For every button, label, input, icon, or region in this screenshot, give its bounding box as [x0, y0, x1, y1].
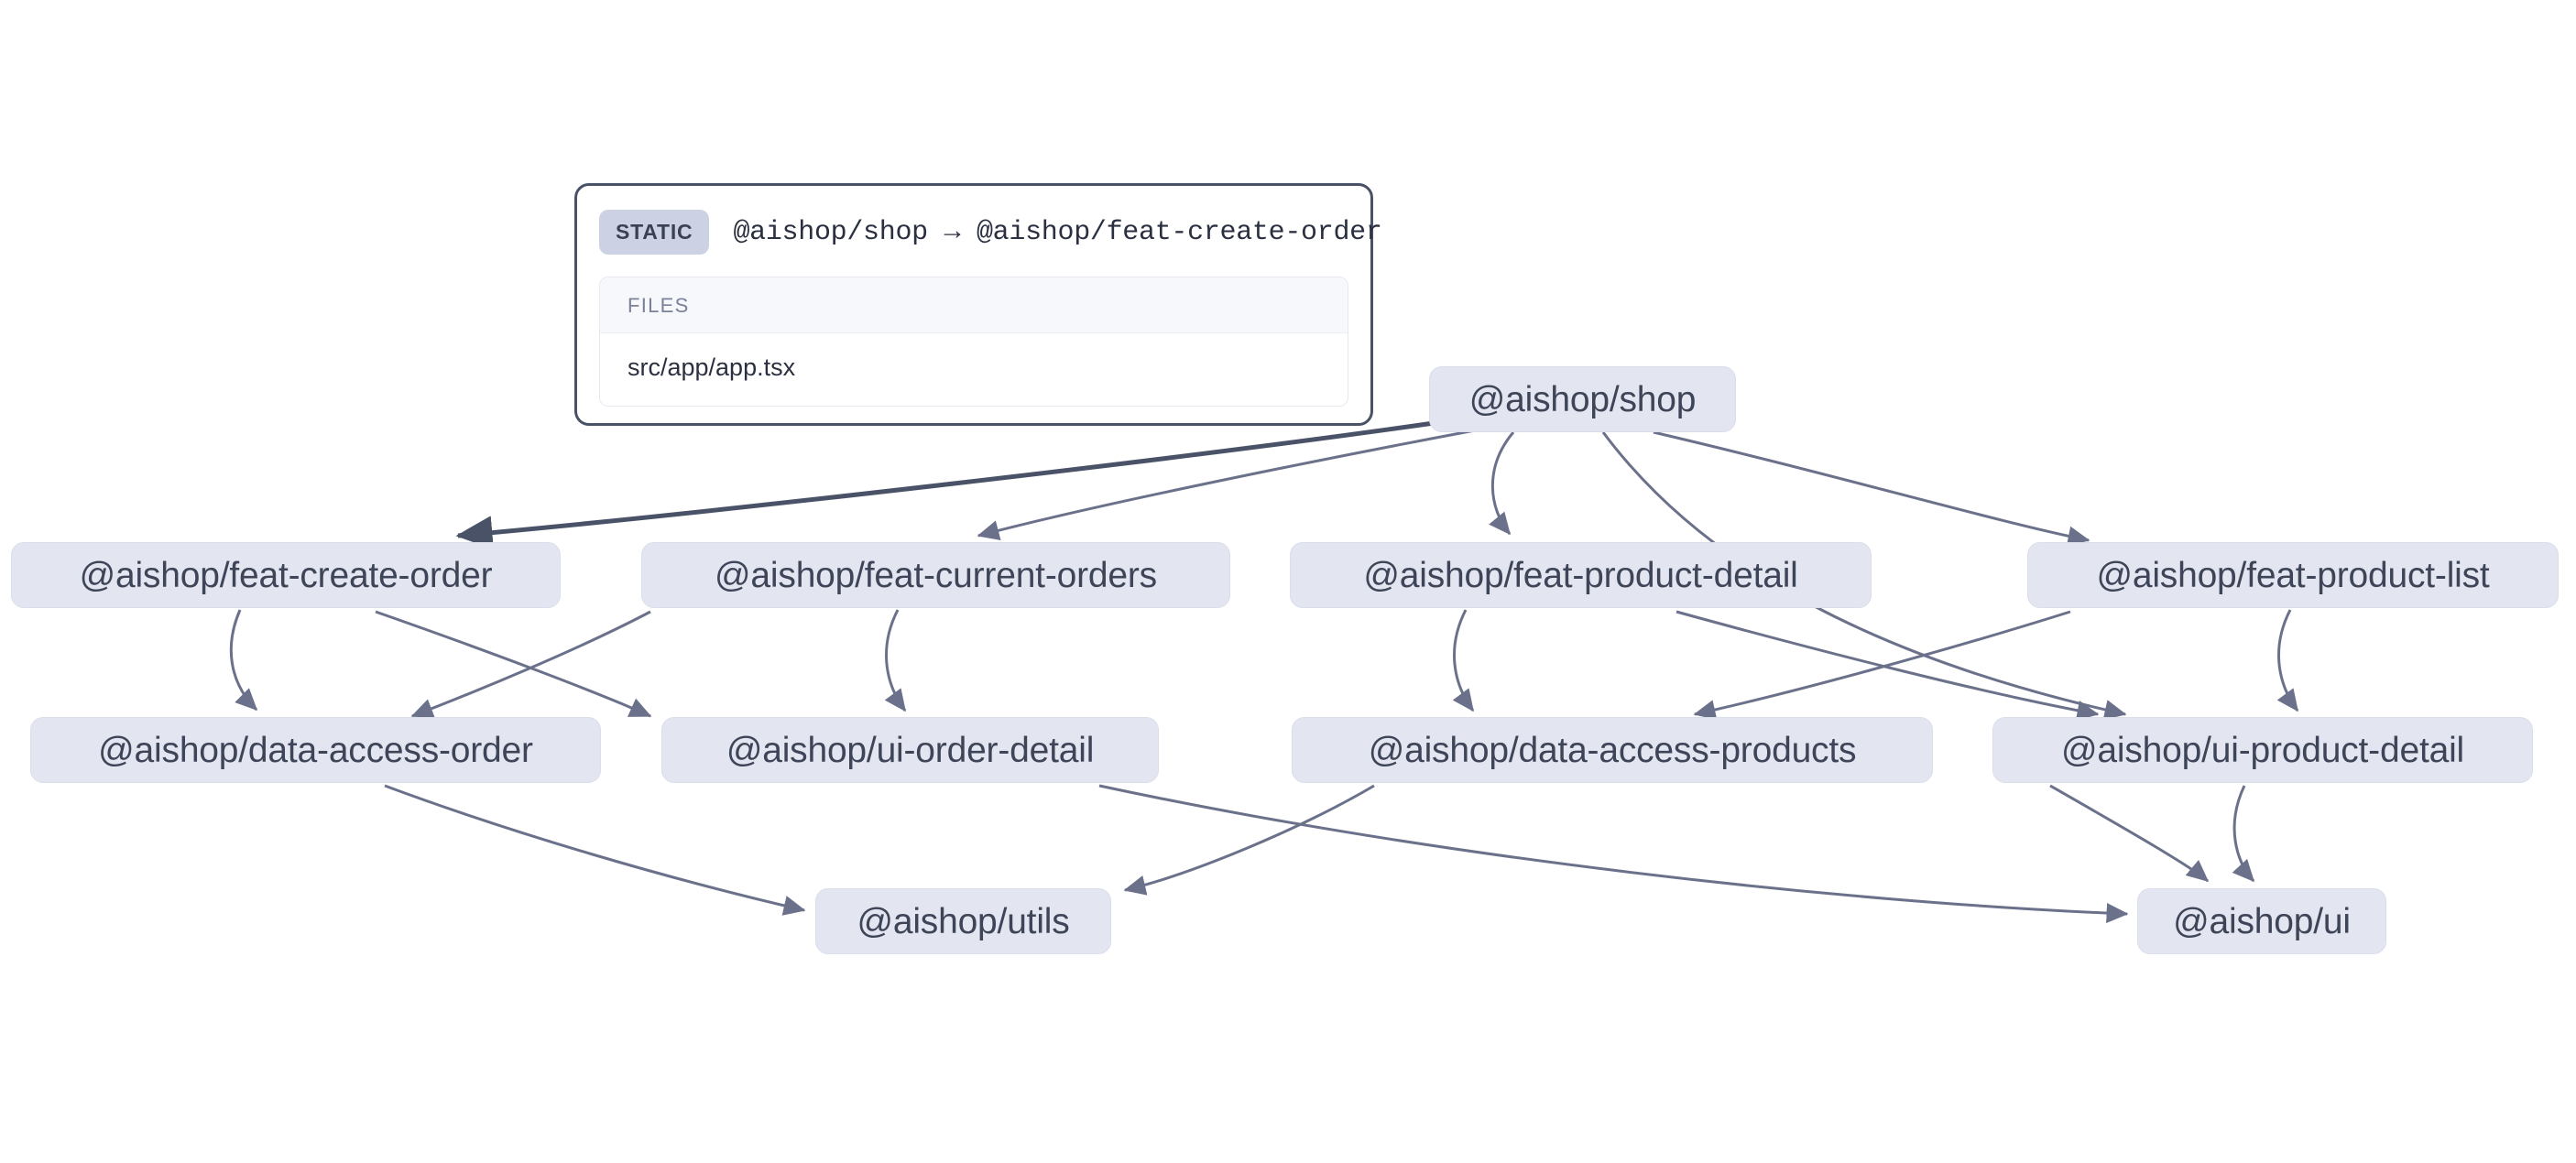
graph-node-ui[interactable]: @aishop/ui	[2137, 888, 2386, 954]
graph-node-ui-product-detail[interactable]: @aishop/ui-product-detail	[1992, 717, 2533, 783]
edge-shop-to-feat-current-orders	[977, 429, 1476, 540]
edge-detail-tooltip[interactable]: STATIC @aishop/shop → @aishop/feat-creat…	[574, 183, 1382, 426]
node-label: @aishop/ui	[2173, 901, 2351, 941]
graph-node-shop[interactable]: @aishop/shop	[1429, 366, 1736, 432]
files-panel-header: FILES	[600, 277, 1348, 333]
file-list-item[interactable]: src/app/app.tsx	[600, 333, 1348, 406]
graph-node-data-access-products[interactable]: @aishop/data-access-products	[1292, 717, 1933, 783]
node-label: @aishop/data-access-order	[98, 730, 533, 770]
node-label: @aishop/ui-product-detail	[2061, 730, 2464, 770]
node-label: @aishop/feat-create-order	[79, 555, 493, 595]
edge-data-access-products-to-utils	[1123, 784, 1375, 896]
edge-feat-create-order-to-ui-order-detail	[375, 610, 652, 718]
edge-data-access-order-to-utils	[384, 784, 806, 916]
tooltip-header: STATIC @aishop/shop → @aishop/feat-creat…	[599, 206, 1382, 264]
edge-shop-to-feat-product-list	[1653, 430, 2090, 547]
graph-node-feat-product-list[interactable]: @aishop/feat-product-list	[2027, 542, 2559, 608]
node-label: @aishop/feat-product-list	[2096, 555, 2490, 595]
edge-type-badge: STATIC	[599, 210, 710, 255]
graph-node-ui-order-detail[interactable]: @aishop/ui-order-detail	[661, 717, 1159, 783]
edge-shop-to-feat-create-order	[455, 420, 1435, 550]
node-label: @aishop/shop	[1468, 379, 1697, 419]
graph-node-feat-product-detail[interactable]: @aishop/feat-product-detail	[1290, 542, 1872, 608]
edge-feat-product-list-to-ui-product-detail	[2276, 609, 2299, 712]
node-label: @aishop/feat-current-orders	[715, 555, 1157, 595]
edge-ui-order-detail-to-ui	[1098, 784, 2129, 924]
graph-node-feat-current-orders[interactable]: @aishop/feat-current-orders	[641, 542, 1230, 608]
graph-node-data-access-order[interactable]: @aishop/data-access-order	[30, 717, 601, 783]
edge-feat-create-order-to-data-access-order	[229, 609, 258, 712]
edge-feat-current-orders-to-ui-order-detail	[884, 609, 907, 712]
edge-feat-product-detail-to-data-access-products	[1452, 609, 1475, 712]
edge-feat-current-orders-to-data-access-order	[410, 610, 651, 719]
node-label: @aishop/utils	[857, 901, 1070, 941]
edge-feat-product-detail-to-ui-product-detail	[1675, 610, 2100, 721]
edge-ui-product-detail-to-ui-secondary	[2232, 785, 2255, 883]
node-label: @aishop/feat-product-detail	[1363, 555, 1798, 595]
files-panel: FILES src/app/app.tsx	[599, 277, 1348, 407]
edge-shop-to-feat-product-detail	[1489, 431, 1515, 536]
node-label: @aishop/data-access-products	[1368, 730, 1857, 770]
graph-node-utils[interactable]: @aishop/utils	[815, 888, 1111, 954]
edge-title: @aishop/shop → @aishop/feat-create-order	[733, 216, 1382, 248]
edge-ui-product-detail-to-ui	[2049, 784, 2210, 883]
graph-node-feat-create-order[interactable]: @aishop/feat-create-order	[11, 542, 561, 608]
node-label: @aishop/ui-order-detail	[726, 730, 1095, 770]
edge-feat-product-list-to-data-access-products	[1693, 610, 2071, 721]
